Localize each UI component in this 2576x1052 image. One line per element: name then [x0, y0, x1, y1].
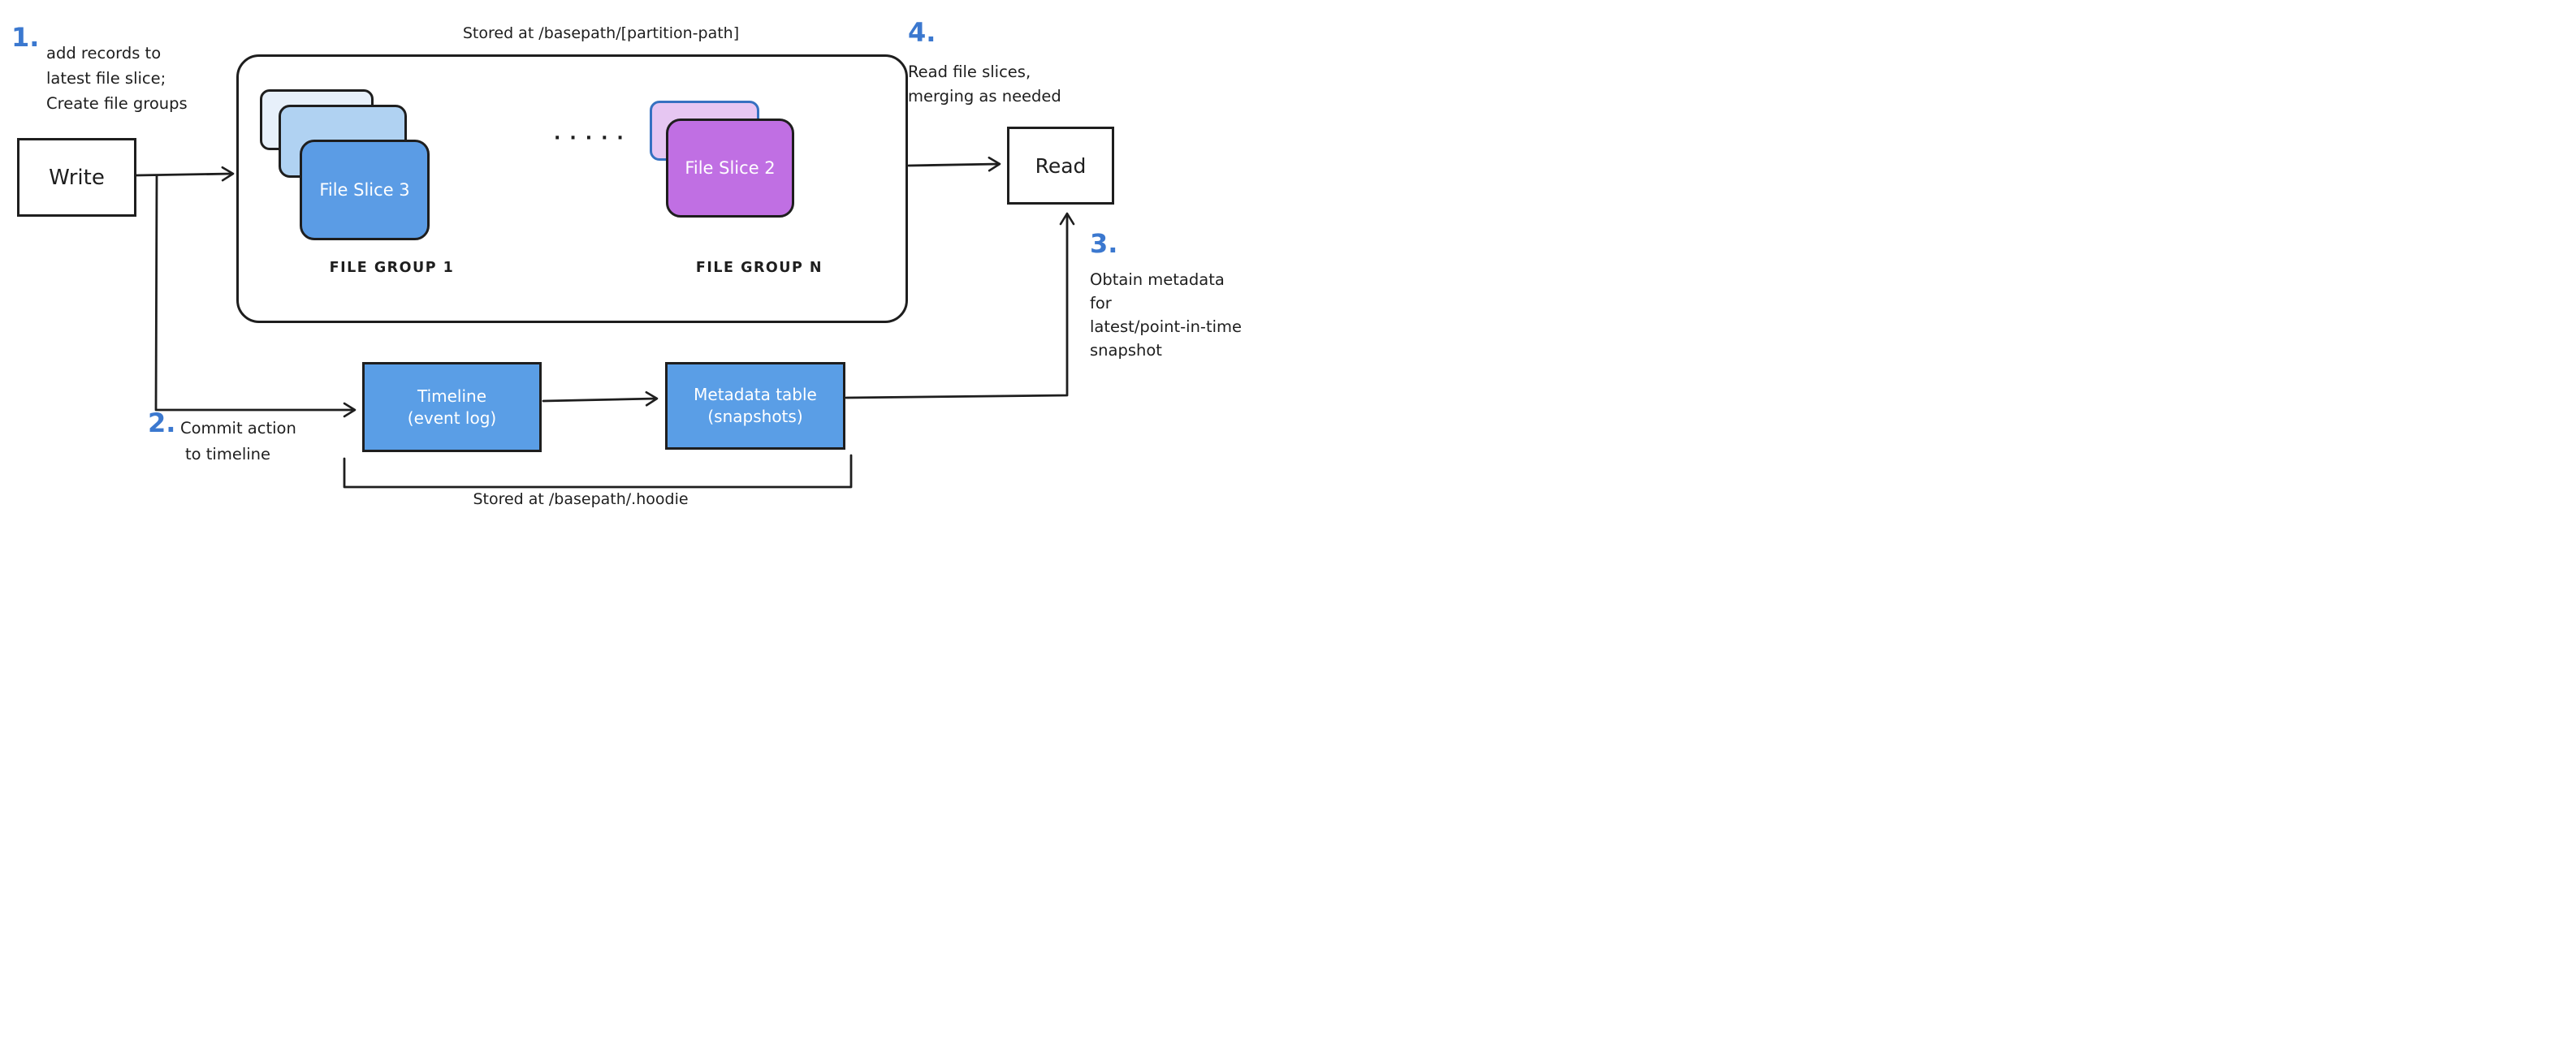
step-3-line: latest/point-in-time	[1090, 317, 1243, 336]
diagram-canvas: 1. add records to latest file slice; Cre…	[0, 0, 1288, 526]
step-3-line: snapshot	[1090, 341, 1162, 360]
storage-to-read-arrow	[907, 156, 1001, 172]
file-group-n-label: FILE GROUP N	[695, 260, 823, 276]
timeline-to-metadata-arrow	[542, 390, 659, 407]
step-1-number: 1.	[11, 22, 40, 53]
step-2-text: Commit action to timeline	[180, 416, 296, 468]
hoodie-storage-bracket	[343, 454, 853, 489]
step-1-text: add records to latest file slice; Create…	[46, 41, 188, 116]
step-1-line: Create file groups	[46, 94, 188, 113]
timeline-node: Timeline (event log)	[362, 362, 542, 452]
timeline-node-label-line1: Timeline	[417, 386, 487, 406]
file-slice-3-label: File Slice 3	[319, 180, 410, 200]
file-group-1-label: FILE GROUP 1	[329, 260, 455, 276]
step-2-line: to timeline	[185, 445, 271, 463]
write-to-storage-arrow	[135, 166, 235, 182]
file-slice-2-card: File Slice 2	[666, 119, 794, 218]
partition-path-caption: Stored at /basepath/[partition-path]	[462, 24, 740, 42]
step-4-line: merging as needed	[908, 87, 1061, 106]
step-2-number: 2.	[148, 407, 176, 438]
read-node-label: Read	[1035, 153, 1087, 178]
metadata-table-node: Metadata table (snapshots)	[665, 362, 845, 450]
metadata-node-label-line2: (snapshots)	[707, 407, 803, 426]
step-4-line: Read file slices,	[908, 63, 1031, 81]
file-slice-3-card: File Slice 3	[300, 140, 430, 240]
step-1-line: add records to	[46, 44, 162, 63]
step-3-line: for	[1090, 294, 1112, 313]
step-4-text: Read file slices, merging as needed	[908, 60, 1061, 109]
step-3-text: Obtain metadata for latest/point-in-time…	[1090, 268, 1242, 362]
write-node-label: Write	[49, 165, 105, 190]
metadata-node-label-line1: Metadata table	[694, 385, 817, 404]
step-2-line: Commit action	[180, 419, 296, 438]
step-3-line: Obtain metadata	[1090, 270, 1225, 289]
step-4-number: 4.	[908, 17, 936, 48]
read-node: Read	[1007, 127, 1114, 205]
step-3-number: 3.	[1090, 228, 1118, 259]
ellipsis-dots: ·····	[554, 128, 633, 149]
hoodie-path-caption: Stored at /basepath/.hoodie	[473, 490, 689, 508]
timeline-node-label-line2: (event log)	[407, 407, 497, 428]
file-slice-2-label: File Slice 2	[685, 158, 776, 178]
step-1-line: latest file slice;	[46, 69, 166, 88]
write-node: Write	[17, 138, 136, 217]
